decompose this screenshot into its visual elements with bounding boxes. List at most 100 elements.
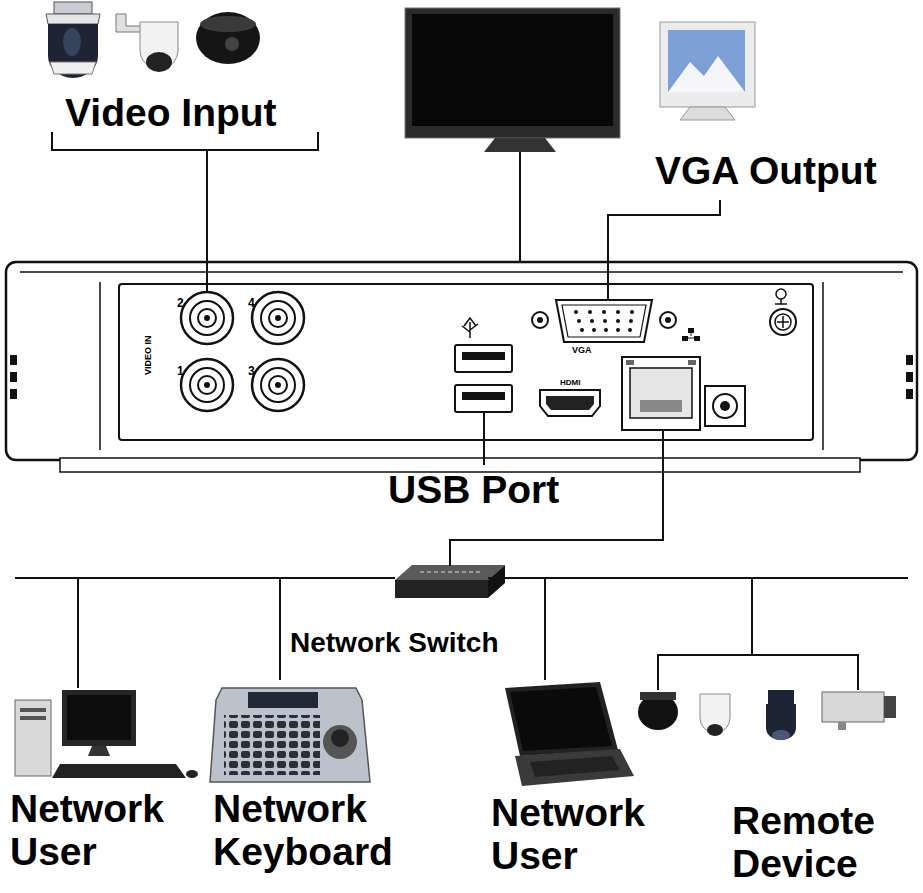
dvr-chassis (10, 372, 17, 382)
device-label: USB Port (388, 469, 559, 512)
vga-port (628, 328, 632, 332)
ceiling-camera (50, 62, 96, 74)
ceiling-camera (46, 14, 100, 24)
ptz-camera (116, 14, 142, 32)
ethernet-port (622, 328, 700, 441)
laptop (530, 756, 620, 777)
cable-line (206, 150, 208, 283)
control-keyboard (224, 715, 320, 775)
bnc-connector (275, 315, 281, 321)
remote-cameras (707, 724, 723, 736)
ethernet-port (640, 400, 682, 412)
remote-cameras (772, 730, 790, 740)
tv-monitor (412, 14, 613, 126)
vga-monitor (660, 22, 755, 120)
network-keyboard: Network Keyboard (205, 680, 405, 883)
remote-cameras (766, 704, 796, 740)
ethernet-port (626, 360, 634, 365)
bnc-connector (181, 283, 304, 411)
remote-cameras (768, 690, 794, 704)
vga-monitor (668, 30, 745, 92)
port-label: HDMI (560, 379, 580, 388)
vga-monitor (680, 107, 735, 120)
dvr-chassis (906, 355, 913, 365)
vga-port (556, 300, 652, 342)
channel-number: 3 (248, 365, 255, 378)
cable-line (608, 200, 720, 283)
network-bus (15, 577, 908, 579)
vga-port (630, 310, 634, 314)
vga-monitor (660, 22, 755, 107)
ground-screw (775, 314, 791, 330)
desktop-computer (20, 708, 46, 712)
vga-port (616, 319, 620, 323)
power-socket (705, 386, 745, 426)
vga-port (660, 312, 676, 328)
laptop (515, 749, 634, 786)
dvr-chassis (6, 262, 917, 472)
vga-port (616, 310, 620, 314)
vga-port (588, 310, 592, 314)
bnc-connector (261, 301, 295, 335)
ceiling-camera (63, 28, 81, 56)
desktop-computer (20, 716, 46, 720)
device-label: Network User (10, 788, 180, 874)
vga-monitor: VGA Output (640, 5, 915, 200)
channel-number: 2 (177, 297, 184, 310)
ceiling-camera (46, 2, 100, 78)
dvr-chassis (100, 282, 823, 450)
dome-camera (196, 12, 260, 64)
port-label: VIDEO IN (144, 335, 154, 375)
dvr-chassis (20, 271, 903, 273)
dvr-chassis (10, 389, 17, 399)
remote-device: Remote Device (650, 655, 920, 887)
vga-port (616, 328, 620, 332)
ethernet-port (688, 360, 696, 365)
vga-port (602, 310, 606, 314)
cable-line (520, 578, 752, 655)
ptz-camera (146, 52, 172, 72)
ground-screw (770, 289, 796, 335)
bnc-connector (198, 309, 216, 327)
dvr-chassis (906, 372, 913, 382)
ground-screw (777, 316, 789, 328)
bnc-connector (181, 292, 233, 344)
hdmi-port (546, 396, 594, 410)
tv-monitor (405, 8, 620, 138)
control-keyboard (323, 725, 357, 759)
hdmi-port (540, 390, 600, 416)
dvr-chassis (6, 262, 917, 460)
ptz-camera (116, 14, 178, 72)
bnc-connector (204, 382, 210, 388)
power-socket (720, 401, 730, 411)
vga-port (604, 328, 608, 332)
laptop (505, 682, 634, 786)
desktop-computer (88, 746, 110, 756)
vga-port (577, 319, 581, 323)
control-keyboard (210, 688, 370, 782)
network-switch-icon (488, 565, 505, 598)
control-keyboard (331, 729, 349, 747)
usb-port (462, 392, 505, 400)
device-label: Video Input (65, 92, 277, 135)
cable-line (280, 578, 288, 680)
usb-port (483, 412, 485, 441)
desktop-computer (15, 700, 51, 776)
power-socket (713, 394, 737, 418)
camera-group: Video Input (45, 0, 335, 150)
vga-port (629, 319, 633, 323)
laptop (510, 687, 612, 751)
vga-port (603, 319, 607, 323)
dvr-chassis (10, 355, 17, 365)
device-label: Remote Device (732, 800, 892, 886)
power-socket (705, 386, 745, 426)
device-label: Network User (491, 792, 661, 878)
remote-cameras (838, 722, 846, 730)
bnc-connector (275, 382, 281, 388)
device-label: VGA Output (655, 150, 877, 193)
ground-screw (775, 299, 787, 304)
usb-port (462, 318, 478, 338)
usb-port (455, 385, 512, 412)
channel-number: 1 (177, 365, 184, 378)
ground-screw (776, 289, 786, 299)
